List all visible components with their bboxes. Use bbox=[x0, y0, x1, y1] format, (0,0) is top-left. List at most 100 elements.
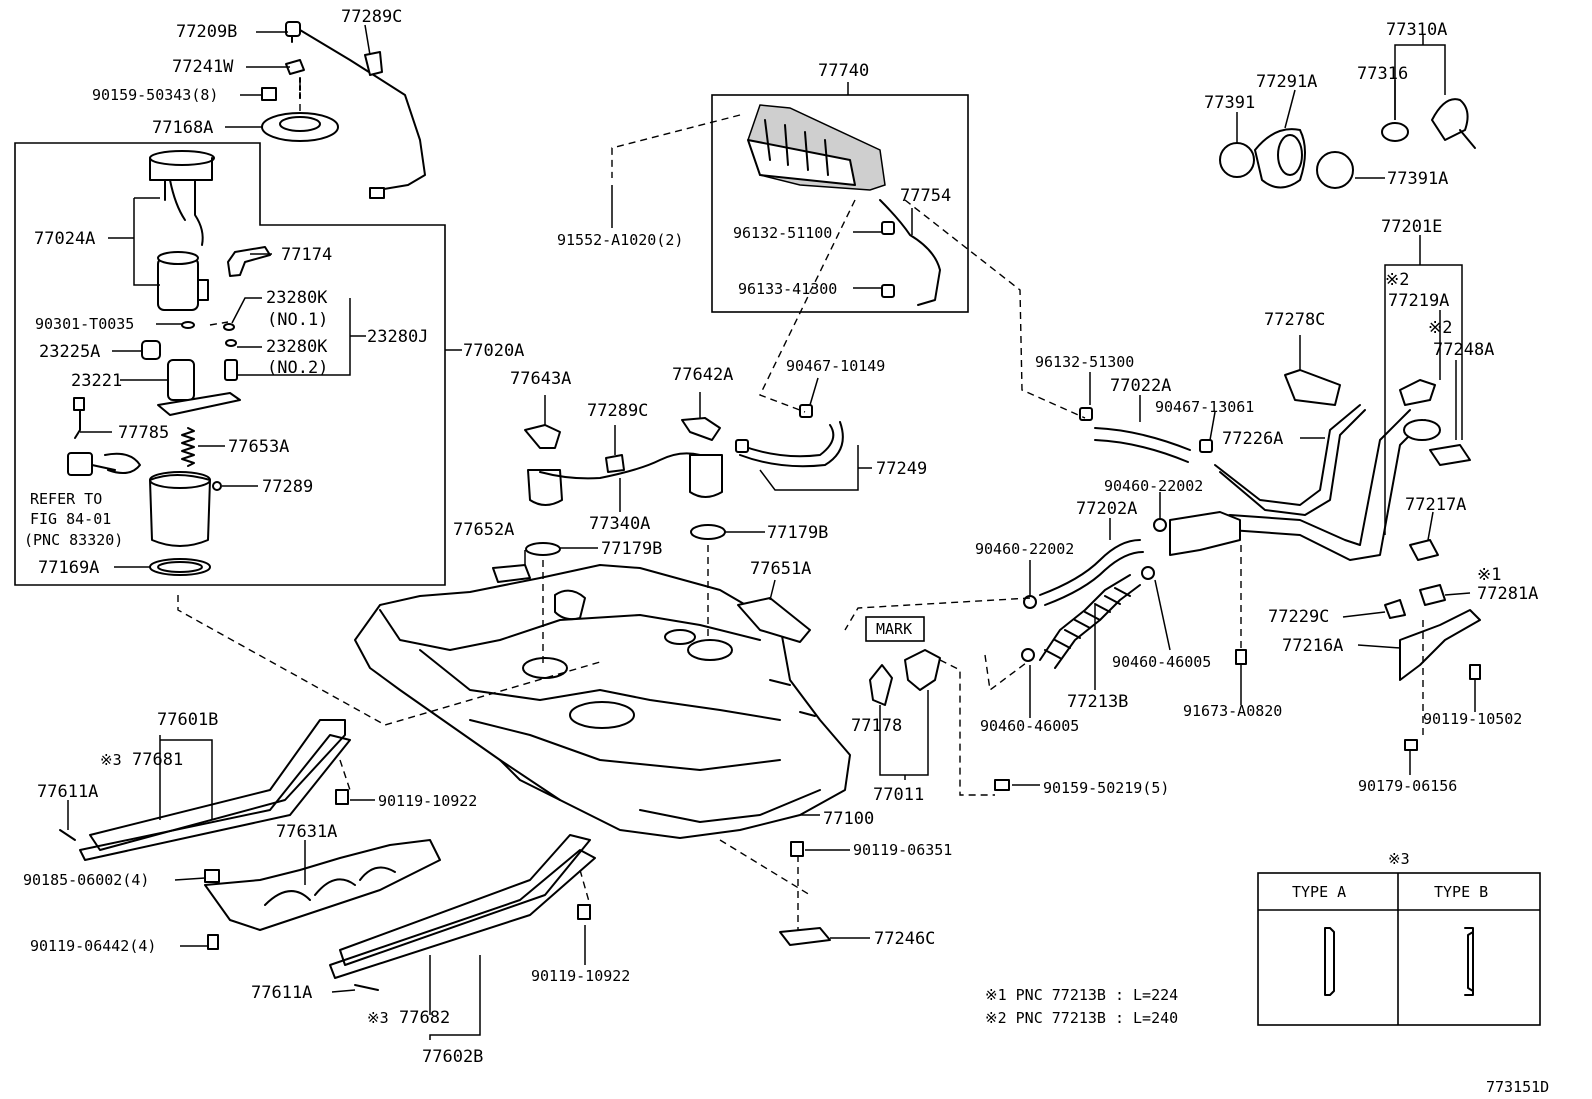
mark-note3-a: ※3 bbox=[100, 751, 122, 769]
mark-note1: ※1 bbox=[1477, 565, 1501, 585]
label-77011: 77011 bbox=[873, 785, 924, 805]
label-77391A: 77391A bbox=[1387, 169, 1448, 189]
type-table-col-b: TYPE B bbox=[1434, 883, 1488, 901]
label-77020A: 77020A bbox=[463, 341, 524, 361]
label-90119-06351: 90119-06351 bbox=[853, 841, 952, 859]
77740-canister bbox=[747, 104, 941, 306]
label-90119-10922-a: 90119-10922 bbox=[378, 792, 477, 810]
77219A-clamp bbox=[1399, 379, 1436, 406]
label-77754: 77754 bbox=[900, 186, 951, 206]
label-96132-51300: 96132-51300 bbox=[1035, 353, 1134, 371]
label-77642A: 77642A bbox=[672, 365, 733, 385]
label-77249: 77249 bbox=[876, 459, 927, 479]
leader-lines bbox=[67, 24, 1476, 1040]
pump-to-tank-leader bbox=[177, 595, 601, 726]
label-91673: 91673-A0820 bbox=[1183, 702, 1282, 720]
90119-06442-bolt bbox=[207, 934, 219, 950]
77174-clip bbox=[227, 246, 271, 277]
label-77241W: 77241W bbox=[172, 57, 234, 77]
77281A-clip bbox=[1419, 584, 1446, 606]
top-cap-parts bbox=[261, 21, 426, 199]
label-77246C: 77246C bbox=[874, 929, 935, 949]
label-90119-06442: 90119-06442(4) bbox=[30, 937, 156, 955]
label-refer2: FIG 84-01 bbox=[30, 510, 111, 528]
77601B-strap bbox=[79, 719, 351, 861]
77020A-cup bbox=[149, 474, 211, 547]
label-77022A: 77022A bbox=[1110, 376, 1171, 396]
77179B-right bbox=[690, 524, 726, 540]
part-labels: 77209B 77289C 77241W 90159-50343(8) 7716… bbox=[23, 7, 1549, 1096]
label-77651A: 77651A bbox=[750, 559, 811, 579]
77178-gasket bbox=[869, 664, 893, 706]
label-77174: 77174 bbox=[281, 245, 332, 265]
label-77340A: 77340A bbox=[589, 514, 650, 534]
label-90119-10922-b: 90119-10922 bbox=[531, 967, 630, 985]
label-77316: 77316 bbox=[1357, 64, 1408, 84]
label-90179-06156: 90179-06156 bbox=[1358, 777, 1457, 795]
77631A-protector bbox=[204, 839, 441, 931]
label-77289C-mid: 77289C bbox=[587, 401, 648, 421]
label-77611A-bot: 77611A bbox=[251, 983, 312, 1003]
23221-fuel-pump bbox=[157, 359, 241, 416]
diagram-id: 773151D bbox=[1486, 1078, 1549, 1096]
label-90159-50343: 90159-50343(8) bbox=[92, 86, 218, 104]
label-23225A: 23225A bbox=[39, 342, 100, 362]
77651A-pad bbox=[737, 597, 811, 643]
note-2: ※2 PNC 77213B : L=240 bbox=[985, 1009, 1178, 1027]
label-77168A: 77168A bbox=[152, 118, 213, 138]
mark-note2-b: ※2 bbox=[1428, 318, 1452, 338]
label-90467-10149: 90467-10149 bbox=[786, 357, 885, 375]
label-90460-22002-b: 90460-22002 bbox=[975, 540, 1074, 558]
label-no1: (NO.1) bbox=[267, 310, 328, 330]
label-77281A: 77281A bbox=[1477, 584, 1538, 604]
77213B-hose bbox=[1039, 574, 1131, 661]
90185-06002-nut bbox=[204, 869, 220, 883]
type-table bbox=[1257, 872, 1541, 1026]
77202A-hose bbox=[1039, 539, 1141, 596]
90301-gasket bbox=[181, 321, 195, 329]
77340A-vent bbox=[524, 417, 723, 506]
23280K-no1-ring bbox=[223, 323, 235, 331]
90119-10922-bolt-a bbox=[335, 789, 349, 805]
77278C-bracket bbox=[1284, 369, 1341, 406]
label-77219A: 77219A bbox=[1388, 291, 1449, 311]
type-table-col-a: TYPE A bbox=[1292, 883, 1346, 901]
label-90185: 90185-06002(4) bbox=[23, 871, 149, 889]
label-77024A: 77024A bbox=[34, 229, 95, 249]
90119-06351-bolt bbox=[790, 841, 804, 857]
77100-fuel-tank bbox=[354, 564, 851, 839]
label-90467-13061: 90467-13061 bbox=[1155, 398, 1254, 416]
label-77681: 77681 bbox=[132, 750, 183, 770]
label-77682: 77682 bbox=[399, 1008, 450, 1028]
label-77229C: 77229C bbox=[1268, 607, 1329, 627]
label-77179B-right: 77179B bbox=[767, 523, 828, 543]
90159-50219-bolt bbox=[994, 779, 1010, 791]
mark-note3-b: ※3 bbox=[367, 1009, 389, 1027]
77611A-top bbox=[59, 829, 76, 841]
label-77785: 77785 bbox=[118, 423, 169, 443]
mark-box bbox=[865, 616, 925, 642]
label-77289C-top: 77289C bbox=[341, 7, 402, 27]
pump-assembly-box bbox=[14, 142, 446, 586]
label-90460-46005-left: 90460-46005 bbox=[980, 717, 1079, 735]
77652A-pad bbox=[492, 564, 531, 583]
77217A-clip bbox=[1409, 539, 1439, 561]
label-77653A: 77653A bbox=[228, 437, 289, 457]
label-77213B: 77213B bbox=[1067, 692, 1128, 712]
label-77643A: 77643A bbox=[510, 369, 571, 389]
label-77740: 77740 bbox=[818, 61, 869, 81]
77249-hose bbox=[739, 424, 835, 458]
77201E-filler-pipe bbox=[1169, 404, 1471, 561]
label-77179B-left: 77179B bbox=[601, 539, 662, 559]
label-mark: MARK bbox=[876, 620, 912, 638]
canister-box bbox=[711, 94, 969, 313]
77310A-cap-group bbox=[1219, 98, 1476, 189]
type-b-clip-icon bbox=[1464, 927, 1474, 996]
90119-10922-bolt-b bbox=[577, 904, 591, 920]
mark-note2-a: ※2 bbox=[1385, 270, 1409, 290]
label-90119-10502: 90119-10502 bbox=[1423, 710, 1522, 728]
77289-ring bbox=[212, 481, 222, 491]
label-77248A: 77248A bbox=[1433, 340, 1494, 360]
